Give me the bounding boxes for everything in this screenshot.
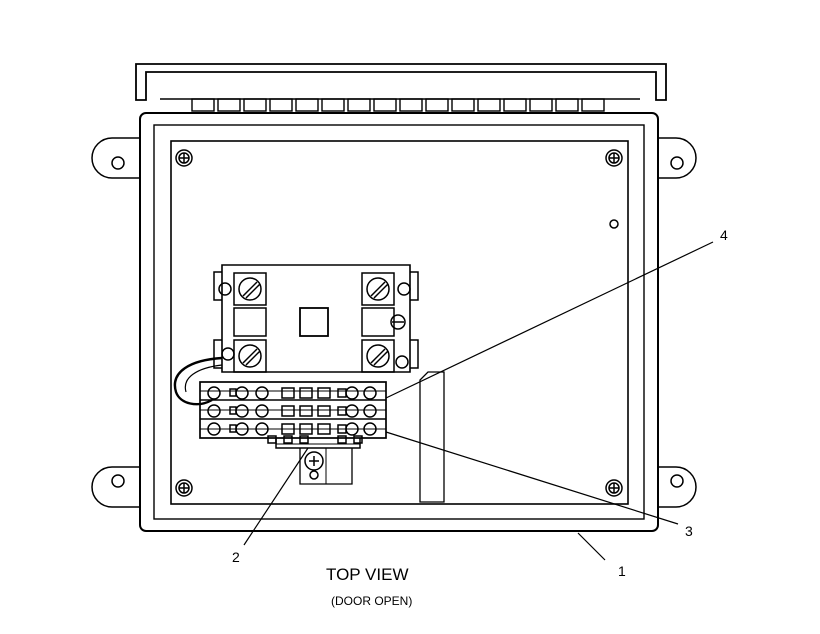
terminal-block: [199, 381, 387, 449]
enclosure-outer: [139, 112, 659, 532]
screw-top-right: [605, 149, 623, 167]
mounting-ear-bottom-left: [91, 466, 140, 508]
cover-plate: [419, 371, 445, 503]
enclosure-inner: [153, 124, 645, 520]
screw-bottom-right: [605, 479, 623, 497]
view-title: TOP VIEW: [326, 565, 409, 584]
leader-line-2: [243, 447, 309, 546]
callout-label-2: 2: [232, 549, 240, 565]
jumper-wire: [173, 356, 223, 406]
callout-label-3: 3: [685, 523, 693, 539]
mounting-ear-bottom-right: [658, 466, 697, 508]
mounting-ear-top-left: [91, 137, 140, 179]
screw-bottom-left: [175, 479, 193, 497]
screw-top-left: [175, 149, 193, 167]
view-subtitle: (DOOR OPEN): [331, 594, 413, 608]
ground-lug: [299, 448, 353, 485]
leader-line-4: [385, 241, 714, 399]
callout-label-4: 4: [720, 227, 728, 243]
callout-label-1: 1: [618, 563, 626, 579]
backplate: [170, 140, 629, 505]
contactor: [213, 264, 419, 373]
hinge-rail: [135, 63, 667, 112]
mounting-ear-top-right: [658, 137, 697, 179]
leader-line-1: [577, 532, 606, 561]
leader-line-3: [385, 431, 679, 525]
mounting-hole: [609, 219, 619, 229]
